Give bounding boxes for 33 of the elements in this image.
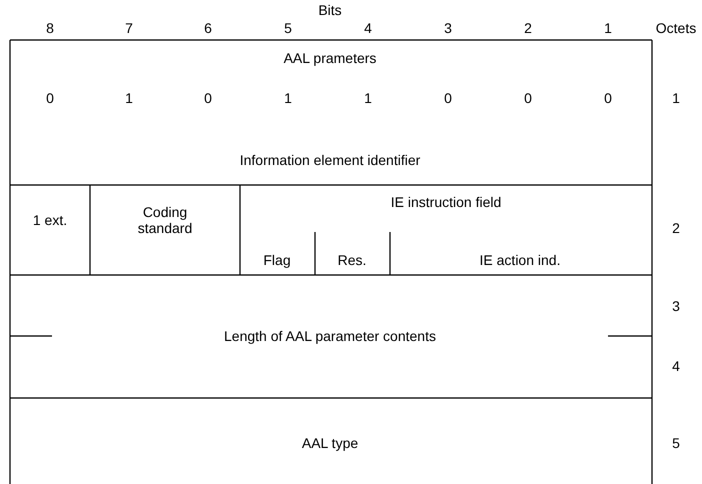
bit-number: 6 [204,20,212,36]
bit-value: 1 [284,90,292,106]
bit-value: 0 [204,90,212,106]
field-name: Res. [338,252,366,268]
bit-number: 7 [125,20,133,36]
bit-number: 5 [284,20,292,36]
bit-value: 0 [604,90,612,106]
bit-value: 0 [444,90,452,106]
octet-number: 4 [672,358,680,374]
column-heading: Bits [318,2,342,18]
bit-number: 1 [604,20,612,36]
octet-number: 1 [672,90,680,106]
field-name: AAL prameters [284,50,376,66]
octet-number: 5 [672,435,680,451]
field-name: Coding standard [136,204,194,236]
bit-number: 4 [364,20,372,36]
bit-number: 8 [46,20,54,36]
field-name: Flag [263,252,291,268]
bit-number: 3 [444,20,452,36]
bit-value: 1 [125,90,133,106]
field-name: 1 ext. [32,212,68,228]
field-name: IE action ind. [480,252,560,268]
bit-value: 1 [364,90,372,106]
field-name: Information element identifier [240,152,420,168]
column-heading: Octets [656,20,696,36]
bit-number: 2 [524,20,532,36]
octet-number: 2 [672,220,680,236]
field-name: Length of AAL parameter contents [224,328,436,344]
bit-value: 0 [46,90,54,106]
field-name: IE instruction field [390,194,502,210]
field-name: AAL type [302,435,358,451]
octet-number: 3 [672,298,680,314]
bit-value: 0 [524,90,532,106]
